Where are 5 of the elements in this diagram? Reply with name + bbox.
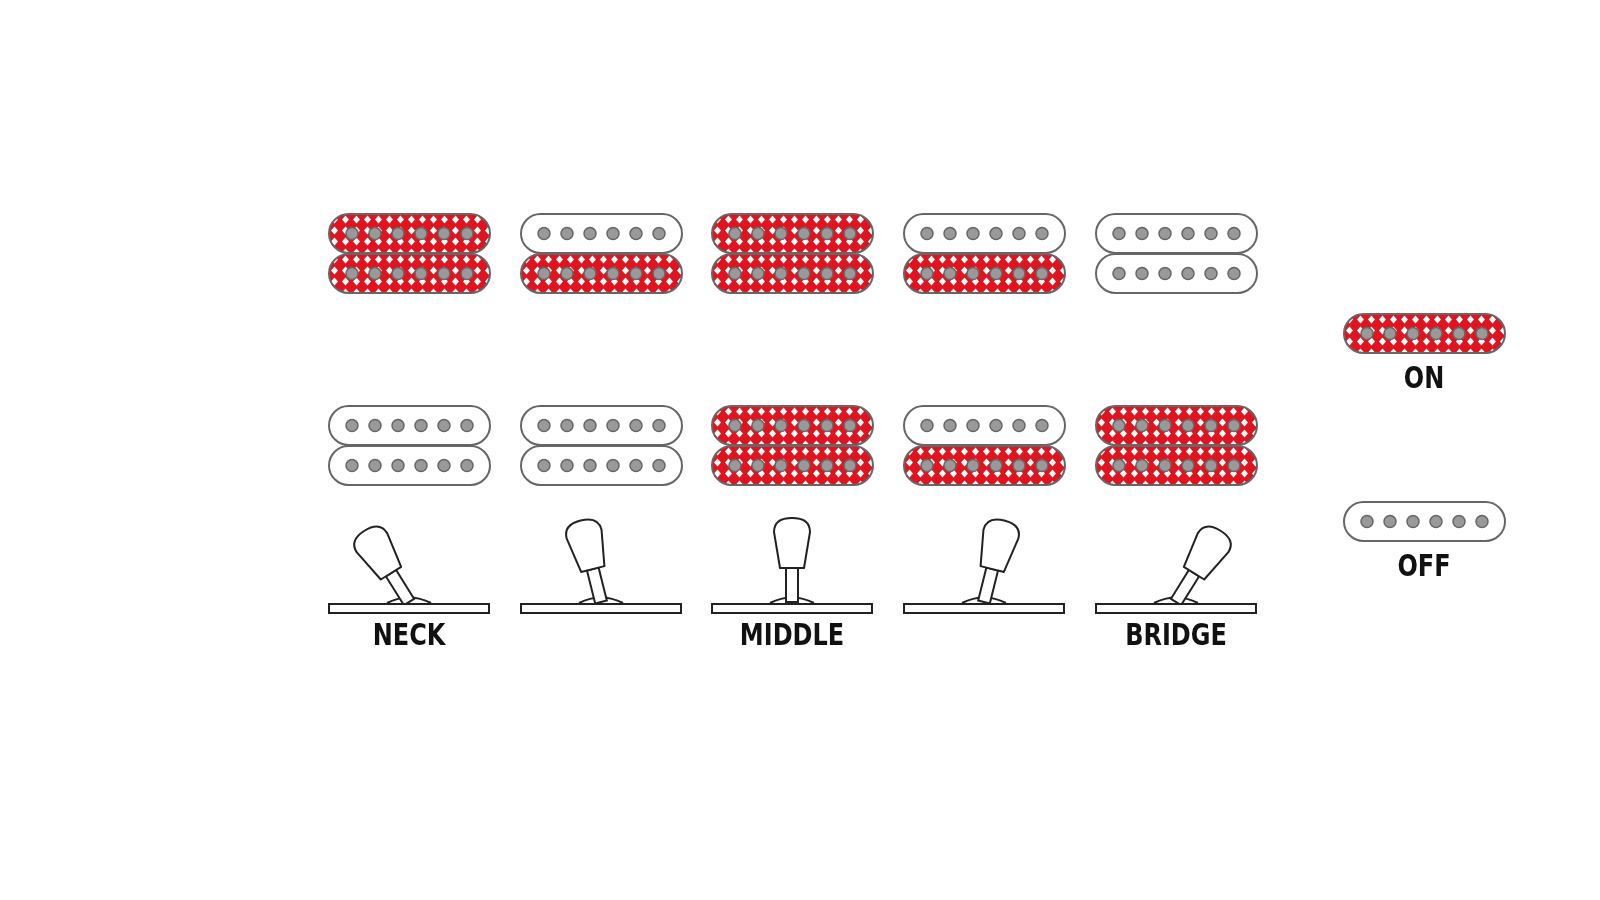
legend-label: OFF (1397, 549, 1451, 583)
switch-position-label: BRIDGE (1125, 618, 1227, 652)
switch-position-label: MIDDLE (739, 618, 845, 652)
switch-position-label: NECK (372, 618, 446, 652)
legend-label: ON (1403, 361, 1445, 395)
